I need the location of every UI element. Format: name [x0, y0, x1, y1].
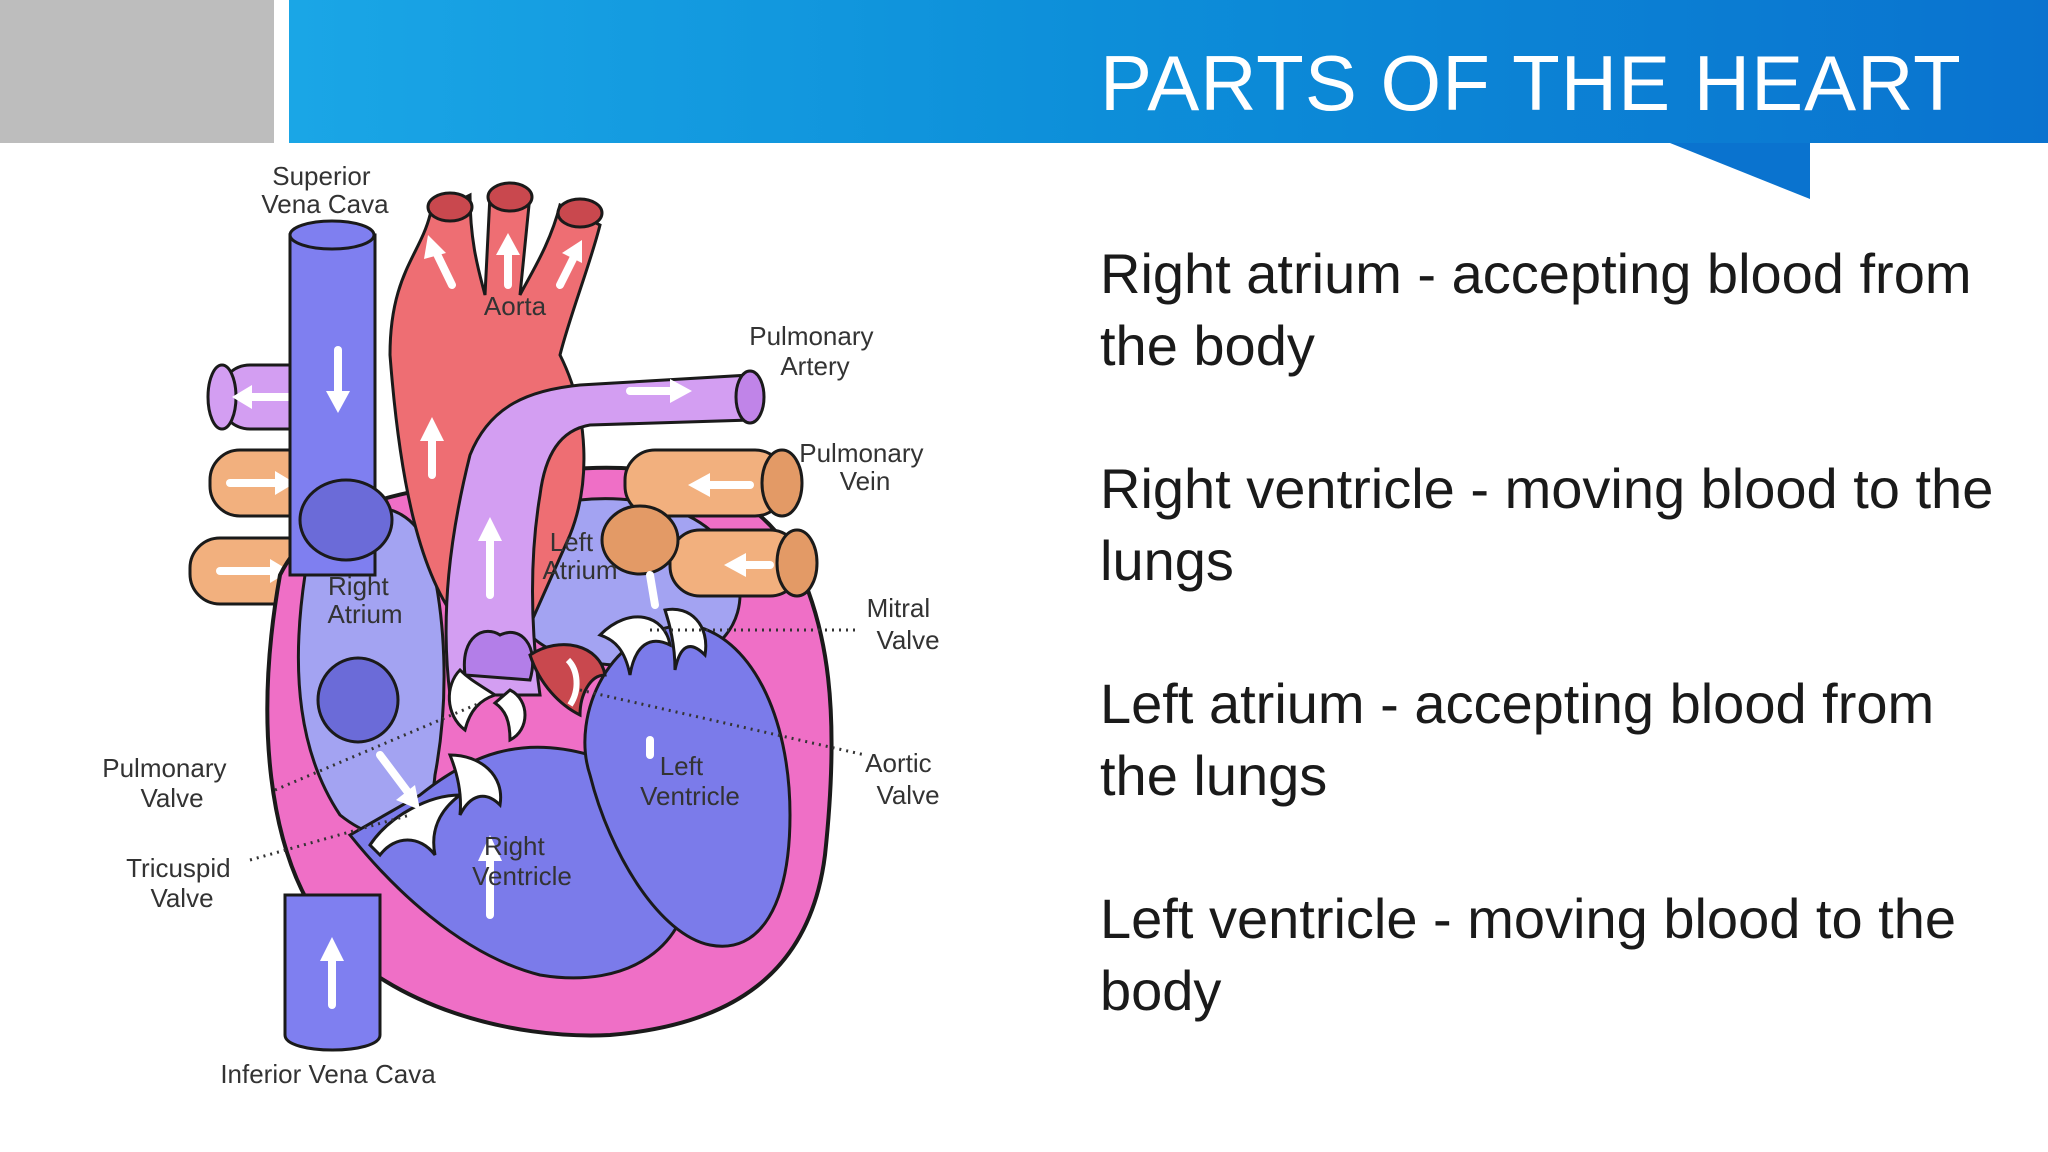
tricuspid-valve	[368, 753, 503, 858]
label-mitral-valve: Mitral Valve	[867, 593, 940, 655]
banner-tab	[1670, 143, 1810, 199]
label-left-ventricle: Left Ventricle	[640, 751, 740, 811]
flow-arrows	[376, 736, 654, 919]
label-pulmonary-valve: Pulmonary Valve	[102, 753, 234, 813]
right-pulmonary-veins	[623, 448, 819, 598]
aortic-valve	[528, 643, 607, 718]
label-right-ventricle: Right Ventricle	[472, 831, 572, 891]
left-ventricle-chamber	[583, 623, 792, 948]
label-pulmonary-vein: Pulmonary Vein	[799, 438, 931, 496]
label-aorta: Aorta	[484, 291, 547, 321]
pulmonary-valve	[447, 667, 527, 743]
label-tricuspid-valve: Tricuspid Valve	[126, 853, 238, 913]
title-banner	[289, 0, 2048, 143]
point-right-ventricle: Right ventricle - moving blood to the lu…	[1100, 457, 1994, 592]
aorta	[388, 181, 604, 627]
corner-gray-block	[0, 0, 274, 143]
heart-diagram: Superior Vena Cava Aorta Pulmonary Arter…	[102, 161, 940, 1089]
label-superior-vena-cava: Superior Vena Cava	[261, 161, 389, 219]
label-pulmonary-artery: Pulmonary Artery	[749, 321, 881, 381]
inferior-vena-cava-opening	[316, 656, 400, 744]
superior-vena-cava	[288, 219, 394, 577]
heart-parts-list: Right atrium - accepting blood from the …	[1100, 238, 2000, 1098]
point-right-atrium: Right atrium - accepting blood from the …	[1100, 242, 1972, 377]
label-inferior-vena-cava: Inferior Vena Cava	[220, 1059, 436, 1089]
page-title: PARTS OF THE HEART	[1100, 39, 1962, 127]
point-left-ventricle: Left ventricle - moving blood to the bod…	[1100, 887, 1957, 1022]
label-aortic-valve: Aortic Valve	[865, 748, 939, 810]
label-left-atrium: Left Atrium	[542, 527, 617, 585]
pulmonary-artery	[444, 369, 766, 697]
inferior-vena-cava	[283, 893, 382, 1052]
point-left-atrium: Left atrium - accepting blood from the l…	[1100, 672, 1935, 807]
pulmonary-vein-opening	[600, 504, 680, 576]
mitral-valve	[597, 571, 708, 676]
label-right-atrium: Right Atrium	[327, 571, 402, 629]
